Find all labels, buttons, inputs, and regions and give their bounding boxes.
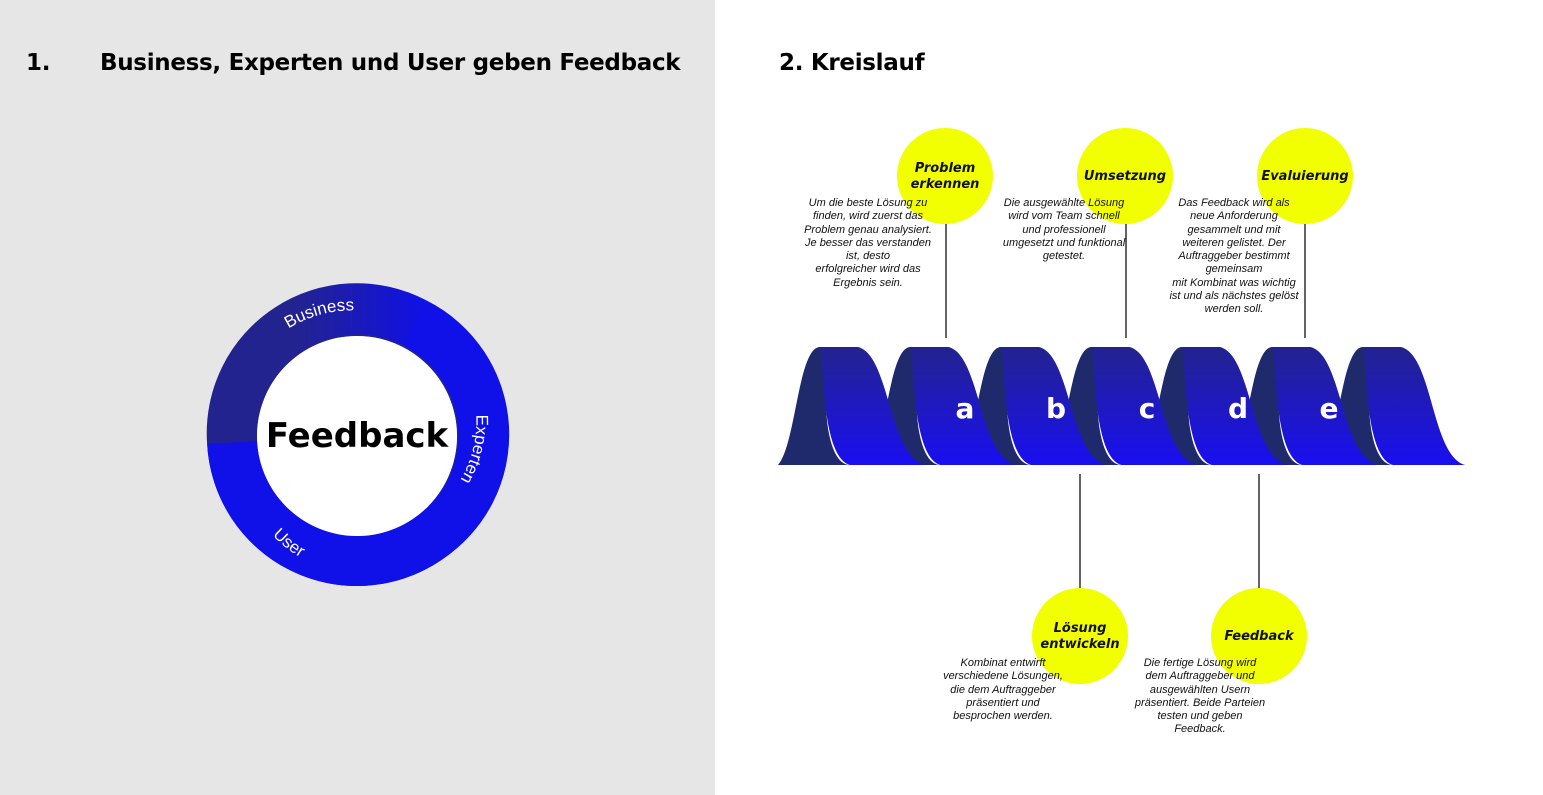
center-label-feedback: Feedback	[266, 416, 450, 456]
ring-segment-experten	[403, 300, 510, 561]
step-letter-e: e	[1320, 392, 1339, 425]
bubble-b	[1032, 588, 1128, 684]
description-c: Die ausgewählte Lösung wird vom Team sch…	[1002, 197, 1126, 263]
bubble-title-e: Evaluierung	[1261, 169, 1348, 184]
section-2-title: 2. Kreislauf	[779, 50, 925, 76]
bubble-d	[1211, 588, 1307, 684]
section-1-title: Business, Experten und User geben Feedba…	[100, 50, 681, 76]
bubble-title-a: Problem	[915, 161, 976, 176]
spiral-front-ribbon	[820, 347, 925, 465]
spiral-front-ribbon	[1091, 347, 1197, 465]
description-d: Die fertige Lösung wird dem Auftraggeber…	[1134, 657, 1266, 736]
spiral-front-ribbon	[1272, 347, 1378, 465]
step-letter-c: c	[1139, 392, 1156, 425]
description-a: Um die beste Lösung zu finden, wird zuer…	[804, 197, 932, 289]
bubble-title-c: Umsetzung	[1084, 169, 1166, 184]
bubble-title-b: entwickeln	[1040, 637, 1119, 652]
spiral-back-ribbon	[778, 347, 850, 465]
step-letter-a: a	[956, 392, 975, 425]
ring-center	[257, 336, 457, 536]
description-e: Das Feedback wird als neue Anforderung g…	[1169, 197, 1299, 316]
description-b: Kombinat entwirft verschiedene Lösungen,…	[943, 657, 1063, 723]
step-letter-b: b	[1046, 392, 1066, 425]
bubble-c	[1077, 128, 1173, 224]
step-letters: a b c d e	[956, 392, 1339, 425]
spiral-front-ribbon	[1001, 347, 1106, 465]
ring-segment-business	[206, 283, 427, 444]
step-letter-d: d	[1228, 392, 1248, 425]
bubble-a	[897, 128, 993, 224]
bubble-title-b: Lösung	[1054, 621, 1107, 636]
connector-lines	[945, 224, 1306, 588]
spiral-front-ribbon	[1182, 347, 1287, 465]
ring-segment-user	[207, 441, 441, 587]
spiral-front-ribbon	[1363, 347, 1465, 465]
spiral-band	[778, 347, 1465, 465]
section-1-number: 1.	[26, 50, 51, 76]
bubble-title-a: erkennen	[911, 177, 980, 192]
bubble-e	[1257, 128, 1353, 224]
spiral-front-ribbon	[910, 347, 1016, 465]
bubble-title-d: Feedback	[1224, 629, 1295, 644]
